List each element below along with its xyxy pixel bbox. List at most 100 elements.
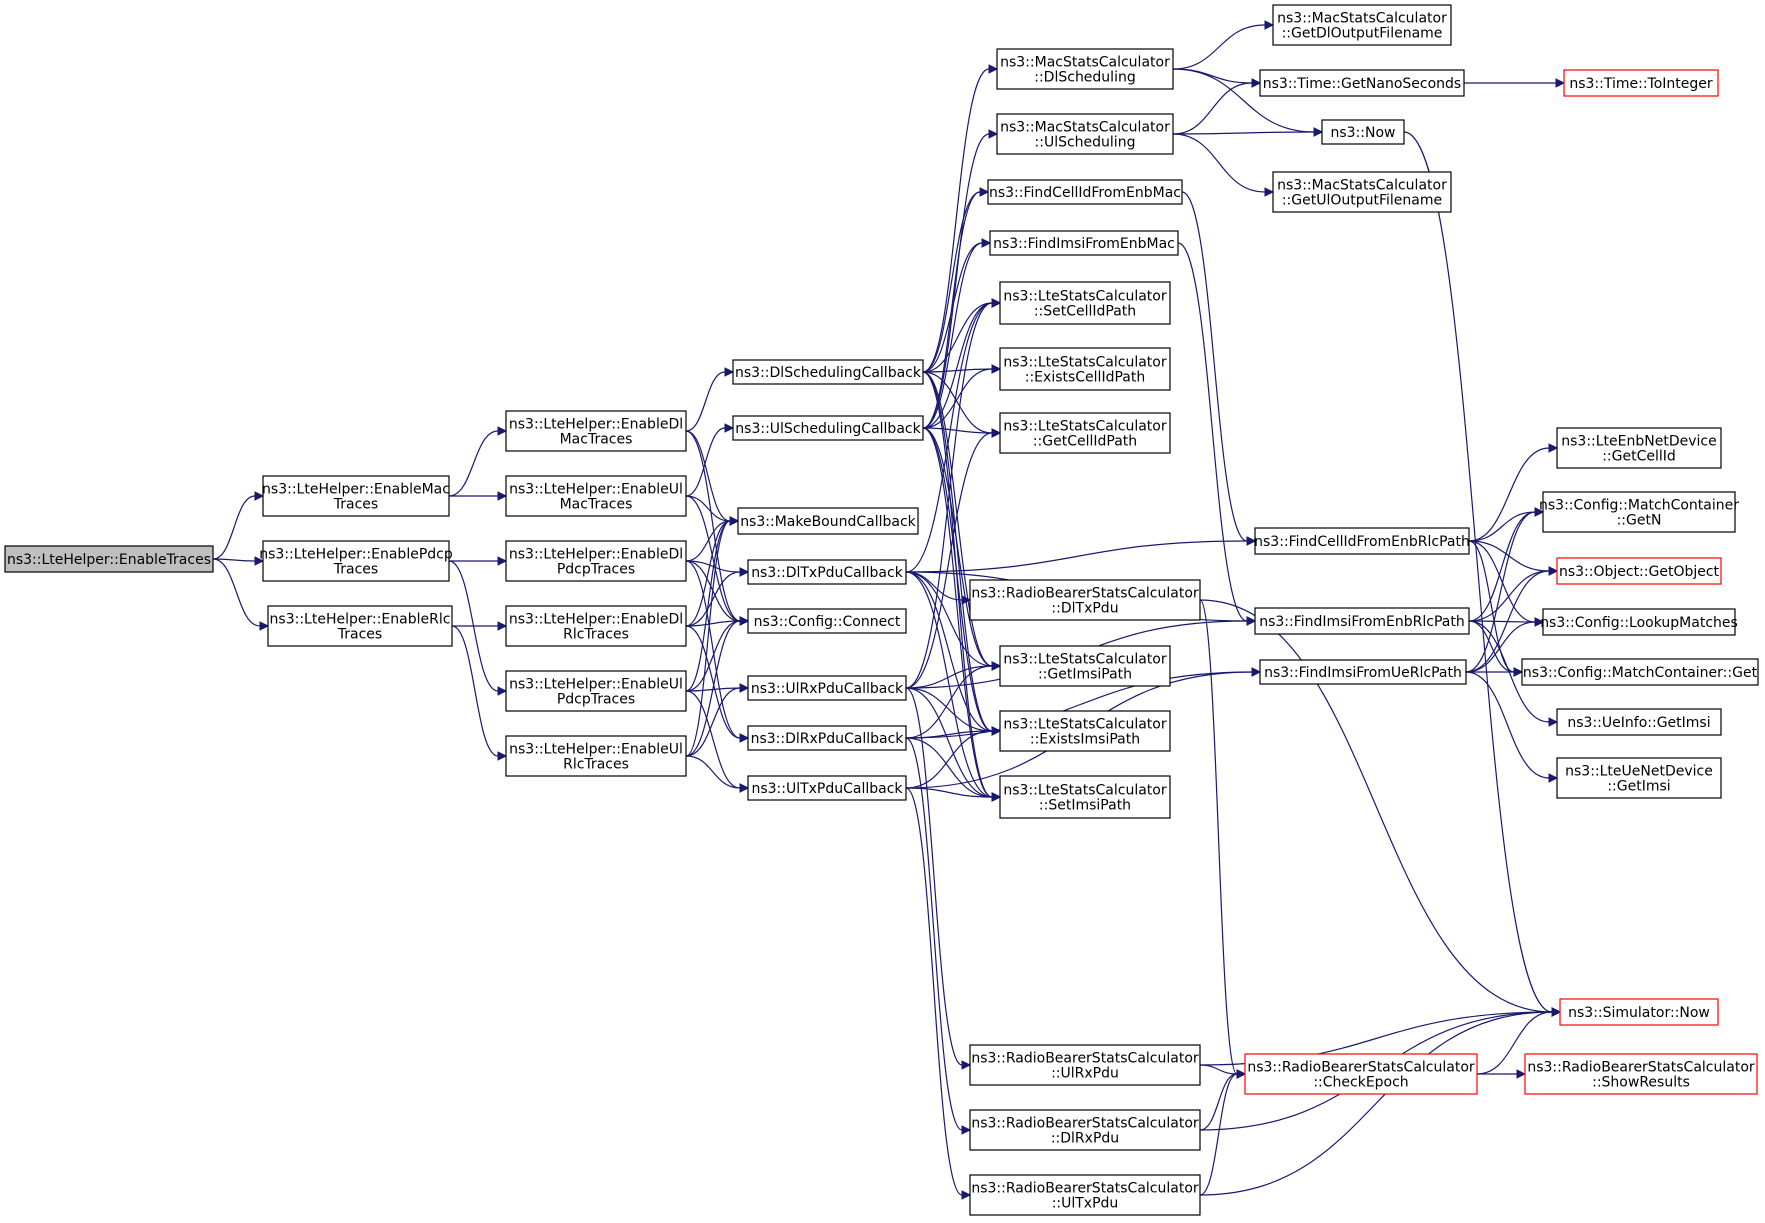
node-label: ns3::Config::MatchContainer::Get [1523, 665, 1758, 681]
node-label: ns3::LteHelper::EnableDl [509, 612, 683, 628]
node-box [987, 179, 1183, 205]
node-mac-ul-scheduling[interactable]: ns3::MacStatsCalculator::UlScheduling [996, 113, 1174, 155]
node-find-cell-id-from-enb-mac[interactable]: ns3::FindCellIdFromEnbMac [987, 179, 1183, 205]
node-exists-imsi-path[interactable]: ns3::LteStatsCalculator::ExistsImsiPath [999, 710, 1171, 752]
edge-find-imsi-from-ue-rlc-path-to-object-get-object [1465, 566, 1559, 673]
node-label: ns3::Simulator::Now [1568, 1005, 1710, 1021]
node-box [999, 775, 1171, 819]
node-label: ns3::RadioBearerStatsCalculator [1247, 1060, 1475, 1076]
node-ul-tx-pdu-callback[interactable]: ns3::UlTxPduCallback [747, 775, 907, 801]
node-get-nano-seconds[interactable]: ns3::Time::GetNanoSeconds [1259, 69, 1465, 97]
node-lte-enb-net-device-get-cell-id[interactable]: ns3::LteEnbNetDevice::GetCellId [1556, 427, 1722, 469]
node-show-results[interactable]: ns3::RadioBearerStatsCalculator::ShowRes… [1524, 1053, 1758, 1095]
node-label: ::SetImsiPath [1039, 798, 1131, 814]
node-box [999, 347, 1171, 391]
node-label: ns3::LteStatsCalculator [1003, 783, 1166, 799]
node-label: ns3::LteStatsCalculator [1003, 652, 1166, 668]
edge-mac-ul-scheduling-to-get-nano-seconds [1172, 78, 1262, 135]
edge-enable-ul-mac-traces-to-ul-scheduling-callback [685, 423, 735, 497]
node-box [505, 605, 687, 647]
node-object-get-object[interactable]: ns3::Object::GetObject [1556, 557, 1722, 585]
node-label: ::GetUlOutputFilename [1282, 193, 1442, 209]
node-box [262, 475, 450, 517]
node-to-integer[interactable]: ns3::Time::ToInteger [1563, 69, 1719, 97]
node-get-cell-id-path[interactable]: ns3::LteStatsCalculator::GetCellIdPath [999, 412, 1171, 454]
node-label: ns3::Config::MatchContainer [1539, 498, 1739, 514]
node-label: ns3::LteEnbNetDevice [1561, 434, 1716, 450]
node-rb-ul-rx-pdu[interactable]: ns3::RadioBearerStatsCalculator::UlRxPdu [969, 1044, 1201, 1086]
node-find-imsi-from-ue-rlc-path[interactable]: ns3::FindImsiFromUeRlcPath [1259, 659, 1467, 685]
node-find-imsi-from-enb-mac[interactable]: ns3::FindImsiFromEnbMac [989, 230, 1179, 256]
node-label: ns3::Object::GetObject [1559, 564, 1720, 580]
node-set-imsi-path[interactable]: ns3::LteStatsCalculator::SetImsiPath [999, 775, 1171, 819]
node-get-dl-output-filename[interactable]: ns3::MacStatsCalculator::GetDlOutputFile… [1272, 4, 1452, 46]
node-dl-tx-pdu-callback[interactable]: ns3::DlTxPduCallback [747, 559, 907, 585]
node-match-container-get[interactable]: ns3::Config::MatchContainer::Get [1521, 658, 1759, 686]
node-ue-info-get-imsi[interactable]: ns3::UeInfo::GetImsi [1556, 708, 1722, 736]
node-exists-cell-id-path[interactable]: ns3::LteStatsCalculator::ExistsCellIdPat… [999, 347, 1171, 391]
node-lte-ue-net-device-get-imsi[interactable]: ns3::LteUeNetDevice::GetImsi [1556, 757, 1722, 799]
node-match-container-get-n[interactable]: ns3::Config::MatchContainer::GetN [1539, 491, 1739, 533]
node-box [1556, 557, 1722, 585]
node-find-cell-id-from-enb-rlc-path[interactable]: ns3::FindCellIdFromEnbRlcPath [1254, 527, 1470, 555]
node-ul-scheduling-callback[interactable]: ns3::UlSchedulingCallback [732, 415, 924, 441]
edge-find-imsi-from-ue-rlc-path-to-lookup-matches [1465, 617, 1545, 673]
node-label: ::DlTxPdu [1051, 601, 1118, 617]
node-label: ns3::MacStatsCalculator [1277, 178, 1447, 194]
node-box [747, 675, 907, 701]
edge-find-imsi-from-enb-rlc-path-to-match-container-get-n [1468, 507, 1545, 622]
node-check-epoch[interactable]: ns3::RadioBearerStatsCalculator::CheckEp… [1244, 1053, 1478, 1095]
node-box [1563, 69, 1719, 97]
edge-find-cell-id-from-enb-rlc-path-to-lte-enb-net-device-get-cell-id [1468, 443, 1559, 542]
edge-find-cell-id-from-enb-mac-to-find-cell-id-from-enb-rlc-path [1181, 191, 1257, 546]
edge-ul-scheduling-callback-to-get-cell-id-path [922, 427, 1002, 438]
edge-find-imsi-from-enb-mac-to-find-imsi-from-enb-rlc-path [1177, 242, 1257, 626]
node-label: ns3::RadioBearerStatsCalculator [1527, 1060, 1755, 1076]
node-rb-ul-tx-pdu[interactable]: ns3::RadioBearerStatsCalculator::UlTxPdu [969, 1174, 1201, 1216]
node-box [732, 359, 924, 385]
node-label: ns3::DlSchedulingCallback [735, 365, 922, 381]
node-ul-rx-pdu-callback[interactable]: ns3::UlRxPduCallback [747, 675, 907, 701]
node-lookup-matches[interactable]: ns3::Config::LookupMatches [1540, 608, 1738, 636]
node-rb-dl-rx-pdu[interactable]: ns3::RadioBearerStatsCalculator::DlRxPdu [969, 1109, 1201, 1151]
node-box [1272, 171, 1452, 213]
node-get-imsi-path[interactable]: ns3::LteStatsCalculator::GetImsiPath [999, 645, 1171, 687]
node-box [747, 725, 907, 751]
node-get-ul-output-filename[interactable]: ns3::MacStatsCalculator::GetUlOutputFile… [1272, 171, 1452, 213]
edge-dl-scheduling-callback-to-mac-dl-scheduling [922, 64, 999, 373]
node-box [1556, 427, 1722, 469]
node-label: ns3::LteHelper::EnableUl [509, 677, 683, 693]
node-box [996, 48, 1174, 90]
node-simulator-now[interactable]: ns3::Simulator::Now [1559, 998, 1719, 1026]
node-rb-dl-tx-pdu[interactable]: ns3::RadioBearerStatsCalculator::DlTxPdu [969, 579, 1201, 621]
edge-dl-rx-pdu-callback-to-rb-dl-rx-pdu [905, 737, 972, 1135]
edge-ul-rx-pdu-callback-to-rb-ul-rx-pdu [905, 687, 972, 1070]
node-set-cell-id-path[interactable]: ns3::LteStatsCalculator::SetCellIdPath [999, 281, 1171, 325]
node-mac-dl-scheduling[interactable]: ns3::MacStatsCalculator::DlScheduling [996, 48, 1174, 90]
node-label: ::ShowResults [1592, 1075, 1690, 1091]
node-find-imsi-from-enb-rlc-path[interactable]: ns3::FindImsiFromEnbRlcPath [1254, 607, 1470, 635]
node-config-connect[interactable]: ns3::Config::Connect [747, 608, 907, 634]
node-make-bound-callback[interactable]: ns3::MakeBoundCallback [737, 507, 919, 535]
node-dl-scheduling-callback[interactable]: ns3::DlSchedulingCallback [732, 359, 924, 385]
node-dl-rx-pdu-callback[interactable]: ns3::DlRxPduCallback [747, 725, 907, 751]
node-label: ns3::RadioBearerStatsCalculator [971, 586, 1199, 602]
node-box [267, 605, 453, 647]
node-enable-traces[interactable]: ns3::LteHelper::EnableTraces [4, 545, 214, 573]
node-box [747, 775, 907, 801]
node-now[interactable]: ns3::Now [1321, 119, 1405, 145]
node-label: ns3::UlSchedulingCallback [735, 421, 921, 437]
node-box [1521, 658, 1759, 686]
node-label: ns3::MakeBoundCallback [740, 514, 916, 530]
edge-ul-scheduling-callback-to-exists-cell-id-path [922, 364, 1002, 429]
edge-ul-scheduling-callback-to-find-cell-id-from-enb-mac [922, 187, 990, 429]
